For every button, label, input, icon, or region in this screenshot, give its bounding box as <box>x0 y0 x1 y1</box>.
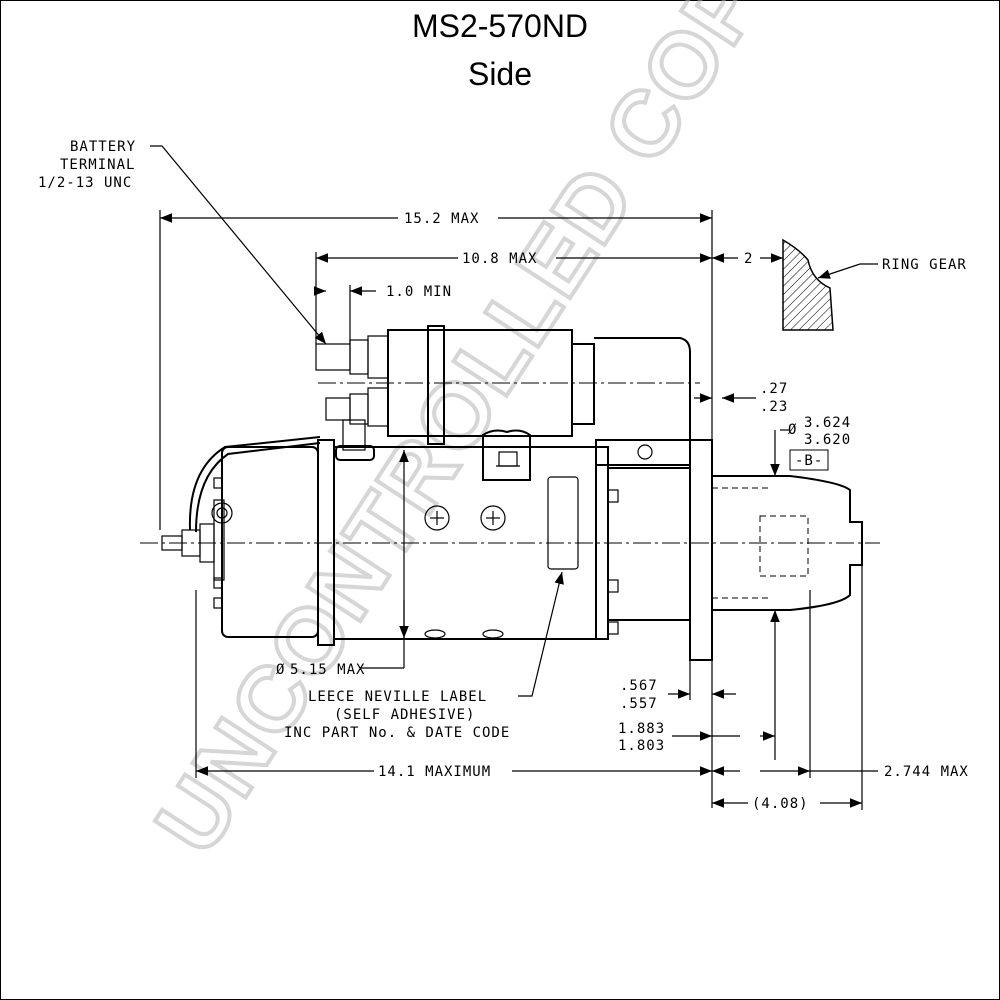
dim-pilot-lower: .557 <box>620 696 658 712</box>
dim-body-dia: 5.15 MAX <box>290 662 365 678</box>
drawing-title: MS2-570ND <box>411 8 589 44</box>
leece-label-line-3: INC PART No. & DATE CODE <box>284 725 510 741</box>
terminal-wire <box>188 436 321 533</box>
rear-terminal-stud <box>161 499 233 581</box>
dim-solenoid-max: 10.8 MAX <box>462 251 537 267</box>
dim-pilot-upper: .567 <box>620 678 658 694</box>
solenoid-end-cap <box>571 343 595 425</box>
battery-terminal-label-3: 1/2-13 UNC <box>38 175 132 191</box>
leece-label-leader <box>518 571 564 697</box>
dim-body-length: 14.1 MAXIMUM <box>378 764 491 780</box>
solenoid-terminal-lower <box>325 397 351 421</box>
dim-min-10: 1.0 MIN <box>386 284 452 300</box>
solenoid-band <box>427 325 445 445</box>
front-housing-bolts <box>607 489 619 635</box>
leece-neville-label-plate <box>547 476 579 570</box>
dim-nose-upper: 1.883 <box>618 721 665 737</box>
leece-label-line-1: LEECE NEVILLE LABEL <box>308 689 487 705</box>
dim-nose-lower: 1.803 <box>618 738 665 754</box>
datum-b-label: -B- <box>795 453 823 469</box>
drawing-subtitle: Side <box>467 56 533 92</box>
battery-terminal-label-1: BATTERY <box>70 139 136 155</box>
body-clamp <box>482 429 531 481</box>
body-terminal-stud <box>342 419 366 451</box>
dim-flange-upper: .27 <box>760 381 788 397</box>
battery-terminal-leader <box>150 145 327 345</box>
diameter-symbol-body: Ø <box>276 662 285 678</box>
ring-gear-section <box>782 238 834 331</box>
leece-label-line-2: (SELF ADHESIVE) <box>334 707 475 723</box>
diameter-symbol-pilot: Ø <box>788 422 797 438</box>
dim-gear-gap: 2 <box>744 251 753 267</box>
pinion-hidden-outline <box>759 515 809 577</box>
ring-gear-label: RING GEAR <box>882 257 967 273</box>
dim-pilot-dia-upper: 3.624 <box>804 415 851 431</box>
battery-terminal-label-2: TERMINAL <box>60 157 135 173</box>
drive-housing <box>607 467 691 621</box>
solenoid <box>315 325 691 466</box>
bracket-bolt <box>637 444 653 460</box>
dim-pilot-dia-lower: 3.620 <box>804 432 851 448</box>
dim-ref-length: (4.08) <box>752 796 809 812</box>
datum-b-box <box>789 449 829 471</box>
dim-nose-max: 2.744 MAX <box>884 764 969 780</box>
dim-flange-lower: .23 <box>760 399 788 415</box>
ring-gear-leader <box>817 263 878 279</box>
dim-overall-max: 15.2 MAX <box>404 211 479 227</box>
solenoid-bracket <box>594 337 691 466</box>
solenoid-terminal-upper <box>315 343 351 371</box>
rear-cap-bolts <box>213 477 223 609</box>
body-screws <box>424 505 506 639</box>
mounting-flange <box>689 439 713 661</box>
starter-body <box>221 439 863 661</box>
